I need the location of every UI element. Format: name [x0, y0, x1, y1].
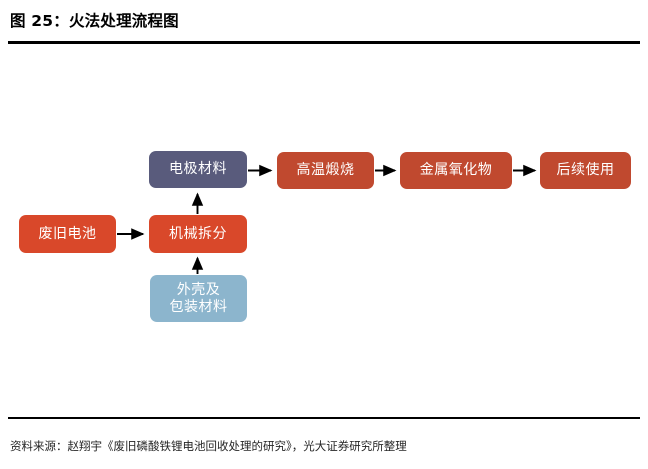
header-divider: [8, 41, 640, 44]
node-subsequent-use[interactable]: 后续使用: [540, 152, 631, 189]
node-waste-battery[interactable]: 废旧电池: [19, 215, 116, 253]
flow-connectors: [117, 164, 537, 274]
node-shell-packaging-label: 外壳及 包装材料: [169, 282, 228, 315]
node-electrode-material[interactable]: 电极材料: [149, 151, 247, 188]
node-subsequent-use-label: 后续使用: [556, 162, 615, 179]
footer-divider: [8, 417, 640, 419]
node-high-temp-calcination[interactable]: 高温煅烧: [277, 152, 374, 189]
node-mechanical-split[interactable]: 机械拆分: [149, 215, 247, 253]
source-note: 资料来源：赵翔宇《废旧磷酸铁锂电池回收处理的研究》，光大证券研究所整理: [10, 439, 407, 453]
page-title: 图 25：火法处理流程图: [10, 12, 179, 30]
node-high-temp-calcination-label: 高温煅烧: [296, 162, 355, 179]
node-waste-battery-label: 废旧电池: [38, 225, 97, 242]
node-mechanical-split-label: 机械拆分: [169, 225, 227, 242]
node-metal-oxide-label: 金属氧化物: [419, 162, 493, 179]
node-metal-oxide[interactable]: 金属氧化物: [400, 152, 512, 189]
flowchart-canvas: 废旧电池 机械拆分 电极材料 外壳及 包装材料 高温煅烧 金属氧化物 后续使用: [0, 46, 648, 414]
node-shell-packaging[interactable]: 外壳及 包装材料: [150, 275, 247, 322]
node-electrode-material-label: 电极材料: [169, 161, 227, 178]
